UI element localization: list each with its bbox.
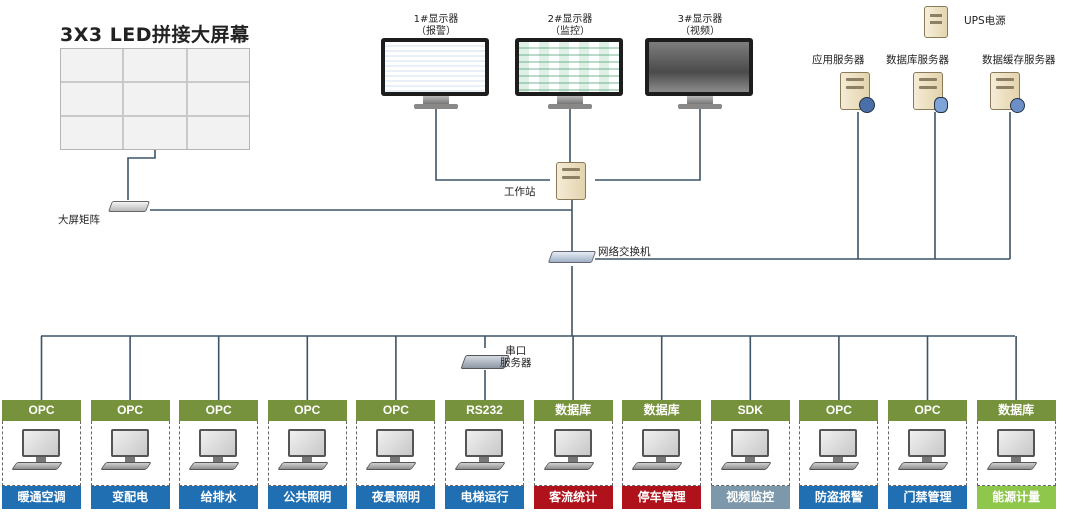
subsystem-body: [2, 421, 81, 486]
computer-icon: [99, 429, 152, 470]
subsystem-name: 停车管理: [622, 486, 702, 509]
subsystem-name: 门禁管理: [888, 486, 967, 509]
network-switch-label: 网络交换机: [598, 246, 651, 258]
subsystem-cell: RS232 电梯运行: [445, 400, 524, 509]
cache-server-icon: [990, 72, 1025, 113]
subsystem-body: [799, 421, 879, 486]
computer-icon: [365, 429, 418, 470]
subsystem-protocol: OPC: [267, 400, 347, 421]
subsystem-name: 公共照明: [267, 486, 347, 509]
led-wall-title: 3X3 LED拼接大屏幕: [60, 24, 250, 46]
subsystem-protocol: SDK: [710, 400, 790, 421]
subsystem-protocol: OPC: [888, 400, 967, 421]
subsystem-body: [888, 421, 967, 486]
monitor-3-label: 3#显示器（视频）: [677, 14, 723, 37]
screen-matrix-label: 大屏矩阵: [58, 214, 100, 226]
monitor-icon: [645, 38, 753, 96]
workstation-label: 工作站: [504, 186, 536, 198]
subsystem-name: 变配电: [90, 486, 170, 509]
subsystem-name: 能源计量: [976, 486, 1056, 509]
computer-icon: [631, 429, 683, 470]
monitor-1: 1#显示器（报警）: [381, 14, 491, 109]
workstation-icon: [556, 162, 586, 200]
subsystem-body: [710, 421, 790, 486]
subsystem-body: [267, 421, 347, 486]
subsystem-cell: OPC 公共照明: [267, 400, 347, 509]
subsystem-name: 电梯运行: [445, 486, 524, 509]
subsystem-body: [179, 421, 259, 486]
subsystem-name: 客流统计: [533, 486, 613, 509]
cache-server-label: 数据缓存服务器: [982, 54, 1056, 66]
subsystem-name: 防盗报警: [799, 486, 879, 509]
subsystem-cell: OPC 暖通空调: [2, 400, 81, 509]
subsystem-cell: SDK 视频监控: [710, 400, 790, 509]
subsystem-protocol: OPC: [799, 400, 879, 421]
subsystem-body: [356, 421, 436, 486]
subsystem-protocol: 数据库: [622, 400, 702, 421]
monitor-icon: [515, 38, 623, 96]
network-switch-icon: [547, 251, 597, 263]
subsystem-cell: 数据库客流统计: [533, 400, 613, 509]
subsystem-name: 夜景照明: [356, 486, 436, 509]
monitor-2-label: 2#显示器（监控）: [547, 14, 593, 37]
computer-icon: [454, 429, 506, 470]
subsystem-name: 视频监控: [710, 486, 790, 509]
led-wall: [60, 48, 250, 150]
computer-icon: [719, 429, 772, 470]
monitor-1-label: 1#显示器（报警）: [413, 14, 459, 37]
computer-icon: [542, 429, 595, 470]
app-server-label: 应用服务器: [812, 54, 865, 66]
subsystem-body: [445, 421, 524, 486]
subsystem-protocol: OPC: [2, 400, 81, 421]
subsystem-protocol: 数据库: [976, 400, 1056, 421]
subsystem-cell: OPC 门禁管理: [888, 400, 967, 509]
subsystem-cell: 数据库能源计量: [976, 400, 1056, 509]
database-server-icon: [913, 72, 948, 113]
computer-icon: [897, 429, 949, 470]
computer-icon: [11, 429, 63, 470]
subsystem-name: 给排水: [179, 486, 259, 509]
app-server-icon: [840, 72, 875, 113]
subsystem-body: [533, 421, 613, 486]
subsystem-body: [90, 421, 170, 486]
screen-matrix-icon: [107, 201, 151, 212]
subsystem-name: 暖通空调: [2, 486, 81, 509]
subsystem-protocol: OPC: [179, 400, 259, 421]
subsystem-cell: OPC 变配电: [90, 400, 170, 509]
monitor-3: 3#显示器（视频）: [645, 14, 755, 109]
computer-icon: [188, 429, 240, 470]
subsystem-cell: OPC 给排水: [179, 400, 259, 509]
monitor-icon: [381, 38, 489, 96]
subsystem-cell: OPC 防盗报警: [799, 400, 879, 509]
computer-icon: [808, 429, 861, 470]
subsystem-protocol: RS232: [445, 400, 524, 421]
ups-icon: [924, 6, 948, 38]
subsystem-protocol: OPC: [90, 400, 170, 421]
computer-icon: [985, 429, 1038, 470]
subsystem-body: [976, 421, 1056, 486]
subsystem-protocol: 数据库: [533, 400, 613, 421]
subsystem-protocol: OPC: [356, 400, 436, 421]
serial-server-label: 串口服务器: [500, 345, 532, 369]
monitor-2: 2#显示器（监控）: [515, 14, 625, 109]
computer-icon: [276, 429, 329, 470]
subsystem-body: [622, 421, 702, 486]
database-server-label: 数据库服务器: [886, 54, 949, 66]
ups-label: UPS电源: [964, 15, 1006, 27]
subsystem-cell: OPC 夜景照明: [356, 400, 436, 509]
subsystem-cell: 数据库停车管理: [622, 400, 702, 509]
